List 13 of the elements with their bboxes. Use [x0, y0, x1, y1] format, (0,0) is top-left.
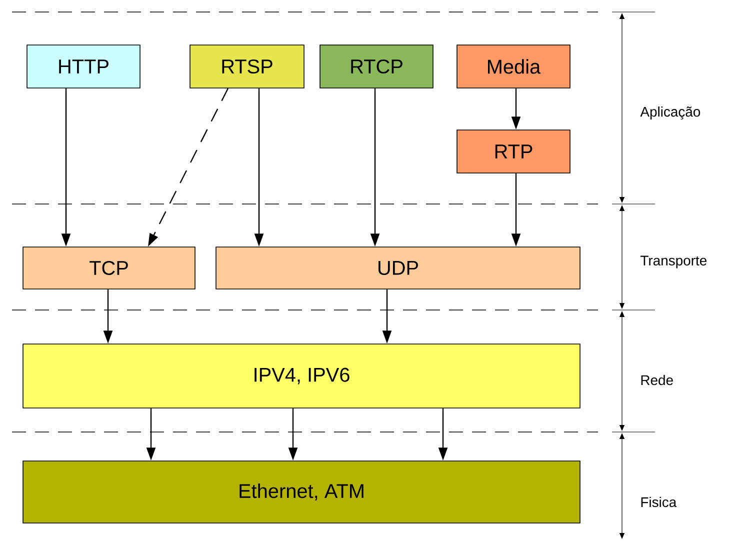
layer-band: Ethernet, ATM	[22, 460, 580, 524]
protocol-box: RTSP	[190, 44, 304, 88]
protocol-box: TCP	[22, 246, 196, 290]
layer-label: Aplicação	[640, 106, 700, 120]
layer-label: Transporte	[640, 256, 706, 268]
layer-label: Fisica	[641, 496, 677, 508]
protocol-box: Media	[456, 44, 570, 88]
protocol-box: HTTP	[26, 44, 140, 88]
layer-band: IPV4, IPV6	[22, 344, 580, 408]
protocol-box: UDP	[216, 246, 580, 290]
protocol-box: RTCP	[320, 44, 434, 88]
protocol-box: RTP	[456, 130, 570, 174]
layer-label: Rede	[641, 374, 673, 386]
